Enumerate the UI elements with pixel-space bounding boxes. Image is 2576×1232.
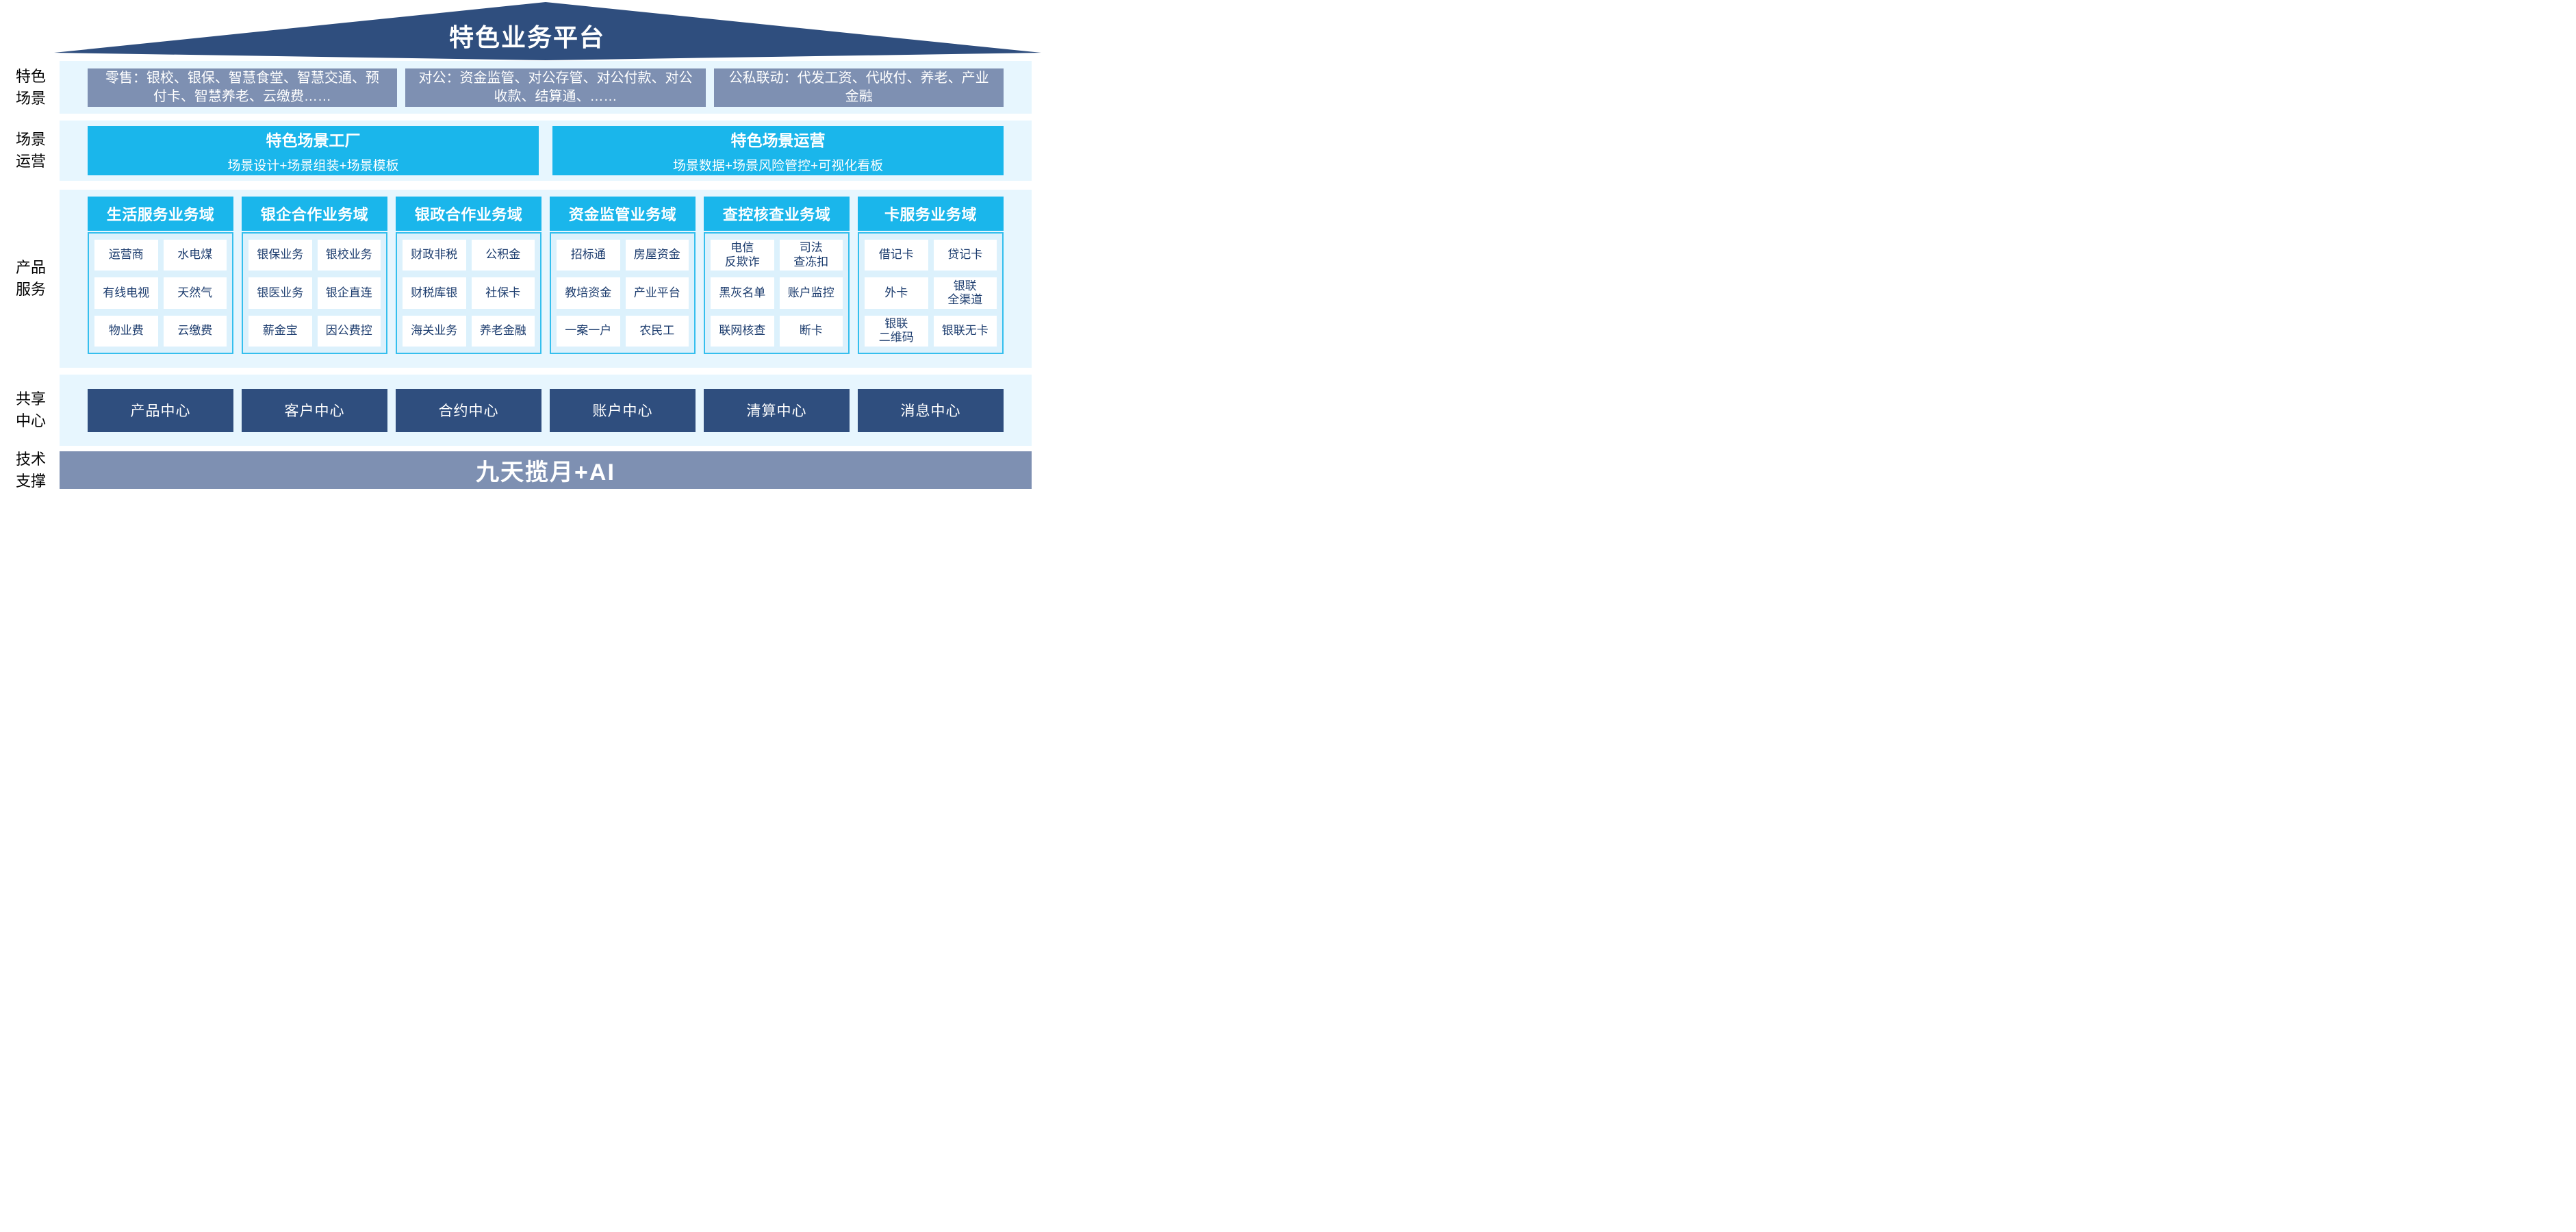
- product-cell: 银联 全渠道: [933, 277, 997, 309]
- product-column-header: 银企合作业务域: [242, 197, 387, 231]
- product-cell: 一案一户: [557, 315, 620, 347]
- scene-box-linkage: 公私联动：代发工资、代收付、养老、产业金融: [714, 68, 1004, 107]
- product-cell: 电信 反欺诈: [711, 240, 774, 271]
- product-cell: 司法 查冻扣: [779, 240, 843, 271]
- operation-box-subtitle: 场景数据+场景风险管控+可视化看板: [672, 159, 884, 173]
- shared-center-contract: 合约中心: [396, 388, 541, 432]
- product-cell: 有线电视: [94, 277, 158, 309]
- product-column-card-services: 卡服务业务域 借记卡 贷记卡 外卡 银联 全渠道 银联 二维码 银联无卡: [858, 197, 1004, 354]
- product-column-body: 运营商 水电煤 有线电视 天然气 物业费 云缴费: [88, 232, 233, 354]
- operation-box-title: 特色场景运营: [730, 131, 826, 149]
- product-cell: 贷记卡: [933, 240, 997, 271]
- product-cell: 招标通: [557, 240, 620, 271]
- product-cell: 海关业务: [403, 315, 466, 347]
- product-column-body: 招标通 房屋资金 教培资金 产业平台 一案一户 农民工: [550, 232, 696, 354]
- shared-center-customer: 客户中心: [242, 388, 387, 432]
- product-cell: 银医业务: [248, 277, 312, 309]
- product-column-body: 电信 反欺诈 司法 查冻扣 黑灰名单 账户监控 联网核查 断卡: [704, 232, 850, 354]
- scene-box-corporate: 对公：资金监管、对公存管、对公付款、对公收款、结算通、……: [405, 68, 706, 107]
- product-cell: 账户监控: [779, 277, 843, 309]
- product-cell: 房屋资金: [625, 240, 689, 271]
- product-cell: 财政非税: [403, 240, 466, 271]
- product-column-header: 查控核查业务域: [704, 197, 850, 231]
- product-cell: 农民工: [625, 315, 689, 347]
- product-column-header: 资金监管业务域: [550, 197, 696, 231]
- product-cell: 教培资金: [557, 277, 620, 309]
- product-column-header: 银政合作业务域: [396, 197, 541, 231]
- product-cell: 借记卡: [865, 240, 928, 271]
- product-cell: 产业平台: [625, 277, 689, 309]
- product-cell: 银保业务: [248, 240, 312, 271]
- shared-center-clearing: 清算中心: [704, 388, 850, 432]
- product-column-body: 借记卡 贷记卡 外卡 银联 全渠道 银联 二维码 银联无卡: [858, 232, 1004, 354]
- product-cell: 天然气: [163, 277, 227, 309]
- side-label-products: 产品 服务: [15, 259, 46, 298]
- product-column-life-services: 生活服务业务域 运营商 水电煤 有线电视 天然气 物业费 云缴费: [88, 197, 233, 354]
- product-cell: 黑灰名单: [711, 277, 774, 309]
- side-label-operation: 场景 运营: [15, 131, 46, 170]
- product-cell: 财税库银: [403, 277, 466, 309]
- band-products: 生活服务业务域 运营商 水电煤 有线电视 天然气 物业费 云缴费 银企合作业务域…: [60, 190, 1032, 368]
- product-column-body: 财政非税 公积金 财税库银 社保卡 海关业务 养老金融: [396, 232, 541, 354]
- shared-center-product: 产品中心: [88, 388, 233, 432]
- product-cell: 银联 二维码: [865, 315, 928, 347]
- product-column-body: 银保业务 银校业务 银医业务 银企直连 薪金宝 因公费控: [242, 232, 387, 354]
- product-cell: 银企直连: [317, 277, 381, 309]
- tech-support-bar: 九天揽月+AI: [60, 451, 1032, 489]
- product-column-bank-government: 银政合作业务域 财政非税 公积金 财税库银 社保卡 海关业务 养老金融: [396, 197, 541, 354]
- product-cell: 水电煤: [163, 240, 227, 271]
- scene-box-retail: 零售：银校、银保、智慧食堂、智慧交通、预付卡、智慧养老、云缴费……: [88, 68, 397, 107]
- product-column-bank-enterprise: 银企合作业务域 银保业务 银校业务 银医业务 银企直连 薪金宝 因公费控: [242, 197, 387, 354]
- product-cell: 因公费控: [317, 315, 381, 347]
- page-title: 特色业务平台: [448, 23, 605, 51]
- operation-box-factory: 特色场景工厂 场景设计+场景组装+场景模板: [88, 126, 539, 175]
- tech-support-label: 九天揽月+AI: [476, 460, 615, 486]
- product-cell: 物业费: [94, 315, 158, 347]
- product-cell: 银校业务: [317, 240, 381, 271]
- product-column-fund-supervision: 资金监管业务域 招标通 房屋资金 教培资金 产业平台 一案一户 农民工: [550, 197, 696, 354]
- product-column-header: 卡服务业务域: [858, 197, 1004, 231]
- product-cell: 云缴费: [163, 315, 227, 347]
- roof-polygon: [54, 2, 1041, 60]
- product-cell: 银联无卡: [933, 315, 997, 347]
- side-label-tech: 技术 支撑: [15, 450, 46, 490]
- operation-box-title: 特色场景工厂: [266, 131, 361, 149]
- product-cell: 联网核查: [711, 315, 774, 347]
- product-cell: 薪金宝: [248, 315, 312, 347]
- band-shared-centers: 产品中心 客户中心 合约中心 账户中心 清算中心 消息中心: [60, 375, 1032, 446]
- band-scenes: 零售：银校、银保、智慧食堂、智慧交通、预付卡、智慧养老、云缴费…… 对公：资金监…: [60, 61, 1032, 114]
- band-operation: 特色场景工厂 场景设计+场景组装+场景模板 特色场景运营 场景数据+场景风险管控…: [60, 121, 1032, 181]
- shared-center-account: 账户中心: [550, 388, 696, 432]
- side-label-scenes: 特色 场景: [15, 67, 46, 107]
- product-cell: 养老金融: [471, 315, 535, 347]
- operation-box-operation: 特色场景运营 场景数据+场景风险管控+可视化看板: [552, 126, 1004, 175]
- product-cell: 断卡: [779, 315, 843, 347]
- product-column-inquiry-verification: 查控核查业务域 电信 反欺诈 司法 查冻扣 黑灰名单 账户监控 联网核查 断卡: [704, 197, 850, 354]
- product-cell: 外卡: [865, 277, 928, 309]
- product-cell: 社保卡: [471, 277, 535, 309]
- product-cell: 公积金: [471, 240, 535, 271]
- side-label-shared: 共享 中心: [15, 390, 46, 429]
- operation-box-subtitle: 场景设计+场景组装+场景模板: [227, 159, 399, 173]
- product-cell: 运营商: [94, 240, 158, 271]
- product-column-header: 生活服务业务域: [88, 197, 233, 231]
- roof-shape: [54, 2, 1041, 60]
- shared-center-message: 消息中心: [858, 388, 1004, 432]
- platform-diagram: 特色业务平台 特色 场景 场景 运营 产品 服务 共享 中心 技术 支撑 零售：…: [0, 0, 1054, 504]
